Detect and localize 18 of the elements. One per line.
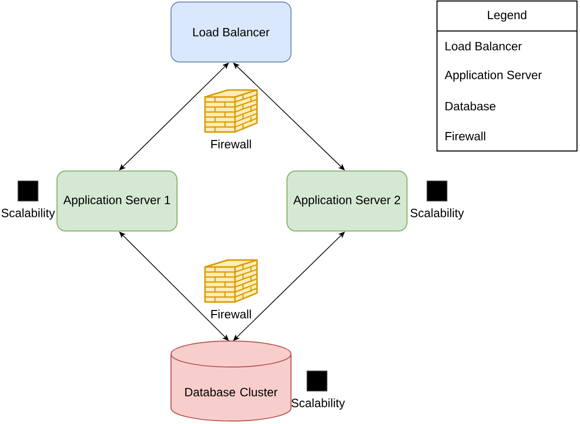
legend-entry: Database [446,102,496,110]
legend-title: Legend [488,10,526,22]
icon-caption: Firewall [211,310,251,318]
rounded-box: Load Balancer [170,2,292,62]
icon-caption: Firewall [211,140,251,148]
icon-caption: Scalability [2,208,55,220]
arrow [233,62,345,170]
arrow [119,62,229,170]
rounded-box: Application Server 2 [286,170,408,232]
icon-caption: Scalability [410,208,464,220]
legend-entry: Load Balancer [446,42,522,50]
arrow [233,232,345,341]
legend-entry: Application Server [444,70,542,82]
legend-entry: Firewall [446,132,486,140]
icon-caption: Scalability [292,398,345,410]
database-cylinder: Database Cluster [170,340,292,422]
rounded-box: Application Server 1 [56,170,178,232]
arrow [119,232,229,341]
